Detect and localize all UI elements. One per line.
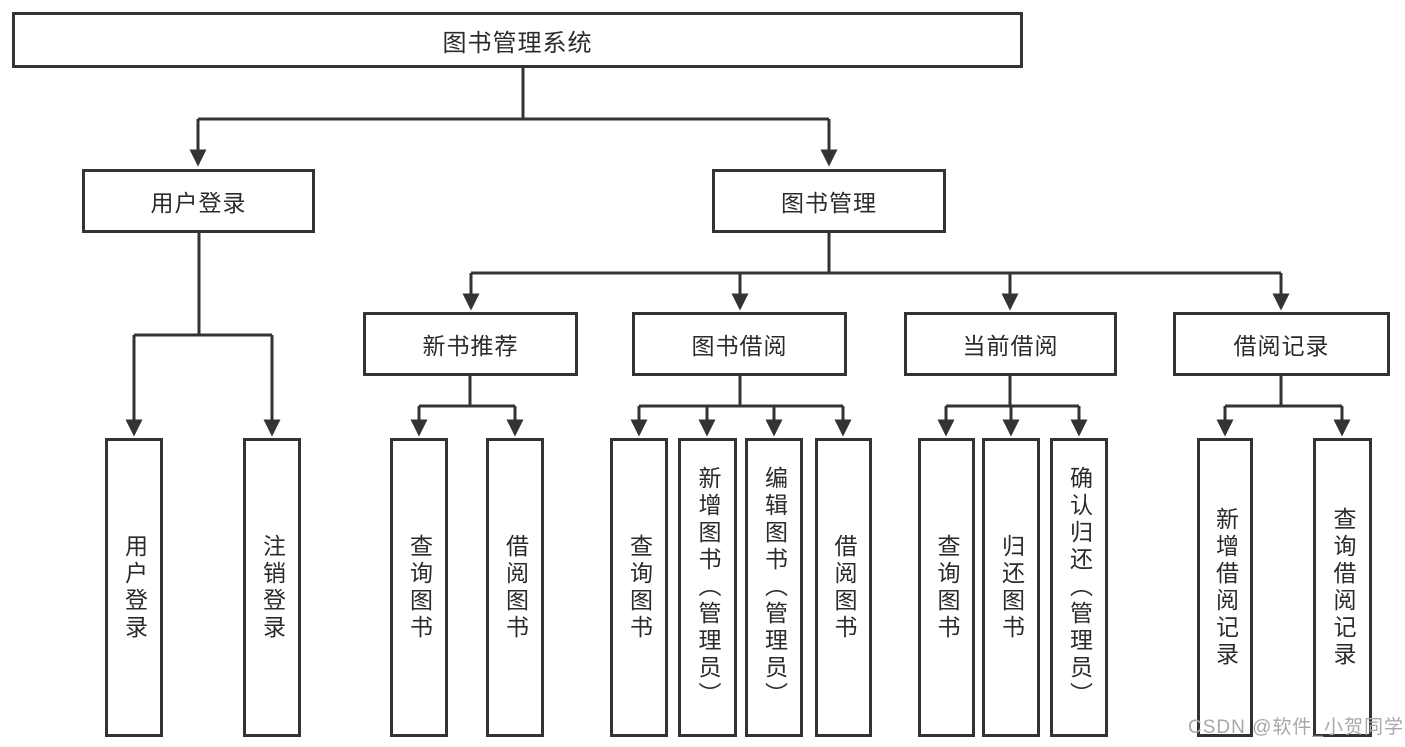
node-label: 图书管理 xyxy=(781,190,877,216)
leaf-borrow-books: 借阅图书 xyxy=(486,438,544,737)
node-label: 当前借阅 xyxy=(962,333,1059,359)
node-label: 新增借阅记录 xyxy=(1212,506,1239,669)
node-label: 新书推荐 xyxy=(422,333,519,359)
node-label: 新增图书（管理员） xyxy=(695,466,721,709)
leaf-query-books: 查询图书 xyxy=(390,438,448,737)
leaf-add-borrow-record: 新增借阅记录 xyxy=(1197,438,1253,737)
leaf-query-books: 查询图书 xyxy=(610,438,668,737)
node-book-borrowing: 图书借阅 xyxy=(632,312,847,376)
leaf-query-books: 查询图书 xyxy=(918,438,975,737)
node-label: 编辑图书（管理员） xyxy=(761,466,788,709)
node-label: 归还图书 xyxy=(998,533,1025,642)
node-book-management: 图书管理 xyxy=(712,169,946,233)
leaf-user-login: 用户登录 xyxy=(105,438,163,737)
node-label: 借阅记录 xyxy=(1233,333,1330,359)
node-label: 注销登录 xyxy=(259,533,286,642)
leaf-return-books: 归还图书 xyxy=(982,438,1040,737)
node-library-management-system: 图书管理系统 xyxy=(12,12,1023,68)
node-new-book-recommendation: 新书推荐 xyxy=(363,312,578,376)
leaf-logout: 注销登录 xyxy=(243,438,301,737)
leaf-edit-books-admin: 编辑图书（管理员） xyxy=(745,438,803,737)
node-label: 查询图书 xyxy=(934,533,960,642)
csdn-watermark: CSDN @软件_小贺同学 xyxy=(1188,717,1404,738)
node-label: 确认归还（管理员） xyxy=(1066,466,1093,709)
leaf-query-borrow-record: 查询借阅记录 xyxy=(1313,438,1372,737)
node-borrowing-records: 借阅记录 xyxy=(1173,312,1390,376)
node-label: 查询图书 xyxy=(626,533,653,642)
node-label: 查询借阅记录 xyxy=(1330,506,1356,669)
leaf-add-books-admin: 新增图书（管理员） xyxy=(678,438,737,737)
leaf-confirm-return-admin: 确认归还（管理员） xyxy=(1050,438,1108,737)
node-label: 查询图书 xyxy=(406,533,433,642)
node-label: 用户登录 xyxy=(121,533,148,642)
node-label: 借阅图书 xyxy=(502,533,529,642)
node-label: 图书管理系统 xyxy=(442,29,593,57)
node-current-borrowing: 当前借阅 xyxy=(904,312,1117,376)
node-user-login: 用户登录 xyxy=(82,169,315,233)
node-label: 用户登录 xyxy=(150,190,247,216)
node-label: 图书借阅 xyxy=(691,333,788,359)
node-label: 借阅图书 xyxy=(831,533,857,642)
leaf-borrow-books: 借阅图书 xyxy=(815,438,872,737)
